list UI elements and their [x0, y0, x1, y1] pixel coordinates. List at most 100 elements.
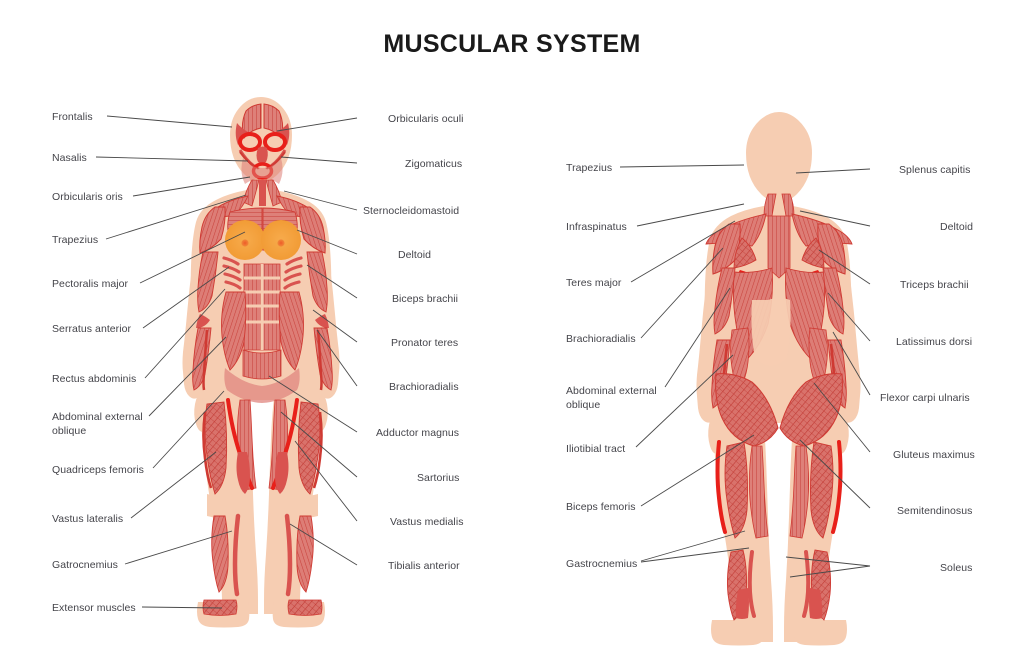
right-knee [278, 494, 318, 519]
leader-line-sartorius [280, 411, 358, 478]
leader-line-gluteus-maximus [813, 382, 871, 453]
leader-line-gastrocnemius [640, 530, 746, 562]
muscle-label-iliotibial-tract: Iliotibial tract [566, 443, 626, 455]
leader-line-splenus-capitis [795, 168, 871, 174]
leader-line-deltoid [799, 210, 871, 227]
leader-line-soleus2 [789, 565, 871, 578]
semitendinosus-muscle [748, 445, 810, 539]
leader-line-flexor-carpi-ulnaris [832, 331, 871, 396]
muscle-label-biceps-brachii: Biceps brachii [392, 293, 459, 305]
iliotibial-tract [715, 440, 843, 534]
muscle-label-pronator-teres: Pronator teres [391, 337, 459, 349]
inguinal-region [224, 368, 300, 403]
muscle-label-rectus-abdominis: Rectus abdominis [52, 373, 137, 385]
leader-line-abdominal-external [664, 287, 731, 388]
muscle-label-gastrocnemius: Gastrocnemius [566, 558, 638, 570]
leader-line-orbicularis-oris [132, 176, 251, 197]
triceps-brachii-muscle [713, 267, 845, 335]
leader-line-triceps-brachii [818, 249, 871, 285]
lower-face-muscles [241, 158, 283, 184]
leader-line-latissimus-dorsi [827, 292, 871, 342]
leader-line-tibialis-anterior [289, 523, 358, 566]
gatrocnemius-muscle [211, 515, 314, 593]
muscle-label-biceps-femoris: Biceps femoris [566, 501, 636, 513]
muscle-label-abdominal-external: Abdominal external [566, 385, 657, 397]
muscle-label-adductor-magnus: Adductor magnus [376, 427, 460, 439]
leader-line-deltoid [296, 229, 358, 255]
muscle-label-quadriceps-femoris: Quadriceps femoris [52, 464, 144, 476]
leader-line-trapezius [619, 164, 745, 168]
leader-line-gatrocnemius [124, 530, 233, 565]
zigomaticus-muscle [238, 149, 287, 171]
muscle-label-splenus-capitis: Splenus capitis [899, 164, 971, 176]
vastus-lateralis-muscle [202, 411, 323, 489]
muscle-label-trapezius: Trapezius [52, 234, 99, 246]
leader-line-gastrocnemius2 [640, 547, 750, 563]
muscle-label-latissimus-dorsi: Latissimus dorsi [896, 336, 973, 348]
muscle-label-infraspinatus: Infraspinatus [566, 221, 627, 233]
muscle-label-soleus: Soleus [940, 562, 973, 574]
leader-line-brachioradialis [640, 247, 724, 339]
leader-line-biceps-brachii [306, 264, 358, 299]
leader-line-trapezius [105, 194, 247, 240]
soleus-muscle [735, 588, 823, 619]
left-knee [207, 494, 247, 519]
muscle-label-semitendinosus: Semitendinosus [897, 505, 973, 517]
muscle-label-serratus-anterior: Serratus anterior [52, 323, 132, 335]
leader-line-vastus-lateralis [130, 451, 217, 519]
leader-line-biceps-femoris [640, 434, 755, 507]
page-title: MUSCULAR SYSTEM [383, 30, 641, 58]
muscle-label-tibialis-anterior: Tibialis anterior [388, 560, 460, 572]
leader-line-semitendinosus [799, 439, 871, 509]
tibialis-anterior-muscle [232, 513, 293, 597]
vastus-medialis-muscle [236, 452, 289, 494]
muscle-label-oblique: oblique [566, 399, 601, 411]
muscle-label-nasalis: Nasalis [52, 152, 87, 164]
serratus-anterior-muscle [222, 256, 303, 290]
muscle-label-flexor-carpi-ulnaris: Flexor carpi ulnaris [880, 392, 970, 404]
muscle-label-pectoralis-major: Pectoralis major [52, 278, 129, 290]
muscle-label-deltoid: Deltoid [940, 221, 974, 233]
leader-line-adductor-magnus [268, 375, 358, 433]
muscle-label-zigomaticus: Zigomaticus [405, 158, 463, 170]
leader-line-pronator-teres [312, 309, 358, 343]
muscle-label-gatrocnemius: Gatrocnemius [52, 559, 118, 571]
leader-line-vastus-medialis [294, 440, 358, 522]
leader-line-brachioradialis [316, 329, 358, 387]
leader-line-teres-major [630, 220, 736, 283]
back-view-figure [696, 112, 861, 646]
muscle-label-vastus-lateralis: Vastus lateralis [52, 513, 124, 525]
rectus-abdominis-muscle [242, 263, 282, 380]
breast-region [225, 220, 301, 260]
leader-line-serratus-anterior [142, 266, 230, 329]
leader-line-extensor-muscles [141, 606, 223, 609]
sternocleidomastoid-muscle [242, 179, 283, 207]
leader-line-soleus [785, 556, 871, 567]
brachioradialis-muscle [192, 327, 333, 391]
deltoid-muscle [199, 206, 326, 254]
front-view-figure [182, 97, 340, 628]
muscle-label-oblique: oblique [52, 425, 87, 437]
leader-line-zigomaticus [280, 156, 358, 164]
abdominal-external-oblique-muscle [221, 291, 304, 371]
quadriceps-femoris-muscle [204, 401, 321, 495]
leader-line-orbicularis-oculi [276, 117, 358, 132]
leader-lines [95, 115, 871, 609]
muscle-label-vastus-medialis: Vastus medialis [390, 516, 464, 528]
leader-line-quadriceps-femoris [152, 390, 225, 469]
muscle-label-brachioradialis: Brachioradialis [566, 333, 636, 345]
muscle-label-brachioradialis: Brachioradialis [389, 381, 459, 393]
muscle-label-trapezius: Trapezius [566, 162, 613, 174]
biceps-femoris-muscle [724, 441, 834, 539]
leader-line-sternocleidomastoid [283, 190, 358, 211]
leader-line-abdominal-external [148, 336, 227, 417]
muscle-label-gluteus-maximus: Gluteus maximus [893, 449, 975, 461]
muscle-label-teres-major: Teres major [566, 277, 622, 289]
muscle-label-deltoid: Deltoid [398, 249, 432, 261]
muscle-label-orbicularis-oris: Orbicularis oris [52, 191, 123, 203]
leader-line-infraspinatus [636, 203, 745, 227]
muscle-label-orbicularis-oculi: Orbicularis oculi [388, 113, 464, 125]
muscle-label-sartorius: Sartorius [417, 472, 460, 484]
